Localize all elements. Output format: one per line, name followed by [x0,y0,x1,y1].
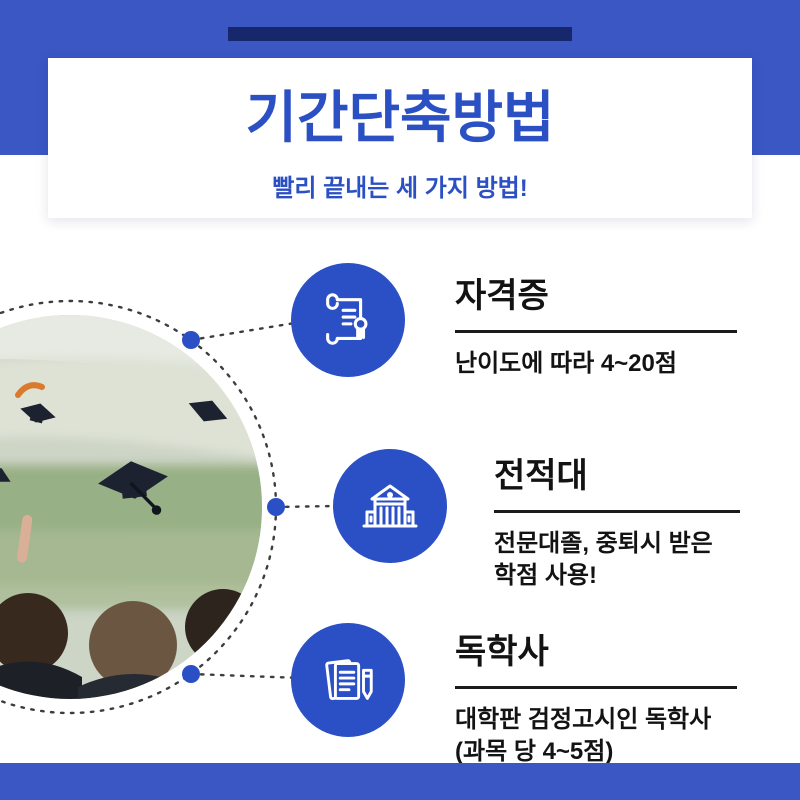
flying-caps [0,400,228,515]
university-icon [333,449,447,563]
page-title: 기간단축방법 [245,86,555,149]
item-certificate: 자격증 난이도에 따라 4~20점 [455,268,737,380]
document-pencil-icon [291,623,405,737]
item-title-certificate: 자격증 [455,268,737,333]
item-title-selfstudy: 독학사 [455,624,737,689]
graduation-photo [0,315,262,699]
page-subtitle: 빨리 끝내는 세 가지 방법! [272,175,528,202]
item-university: 전적대 전문대졸, 중퇴시 받은 학점 사용! [494,448,740,591]
item-desc-selfstudy: 대학판 검정고시인 독학사 (과목 당 4~5점) [455,706,712,765]
title-card: 기간단축방법 빨리 끝내는 세 가지 방법! [48,58,752,218]
certificate-icon [291,263,405,377]
top-accent-bar [228,27,572,41]
raised-arms [17,514,33,563]
item-selfstudy: 독학사 대학판 검정고시인 독학사 (과목 당 4~5점) [455,624,737,767]
item-desc-university: 전문대졸, 중퇴시 받은 학점 사용! [494,530,713,589]
bottom-banner [0,763,800,800]
item-title-university: 전적대 [494,448,740,513]
graduation-photo-illustration [0,315,262,699]
item-desc-certificate: 난이도에 따라 4~20점 [455,350,677,377]
